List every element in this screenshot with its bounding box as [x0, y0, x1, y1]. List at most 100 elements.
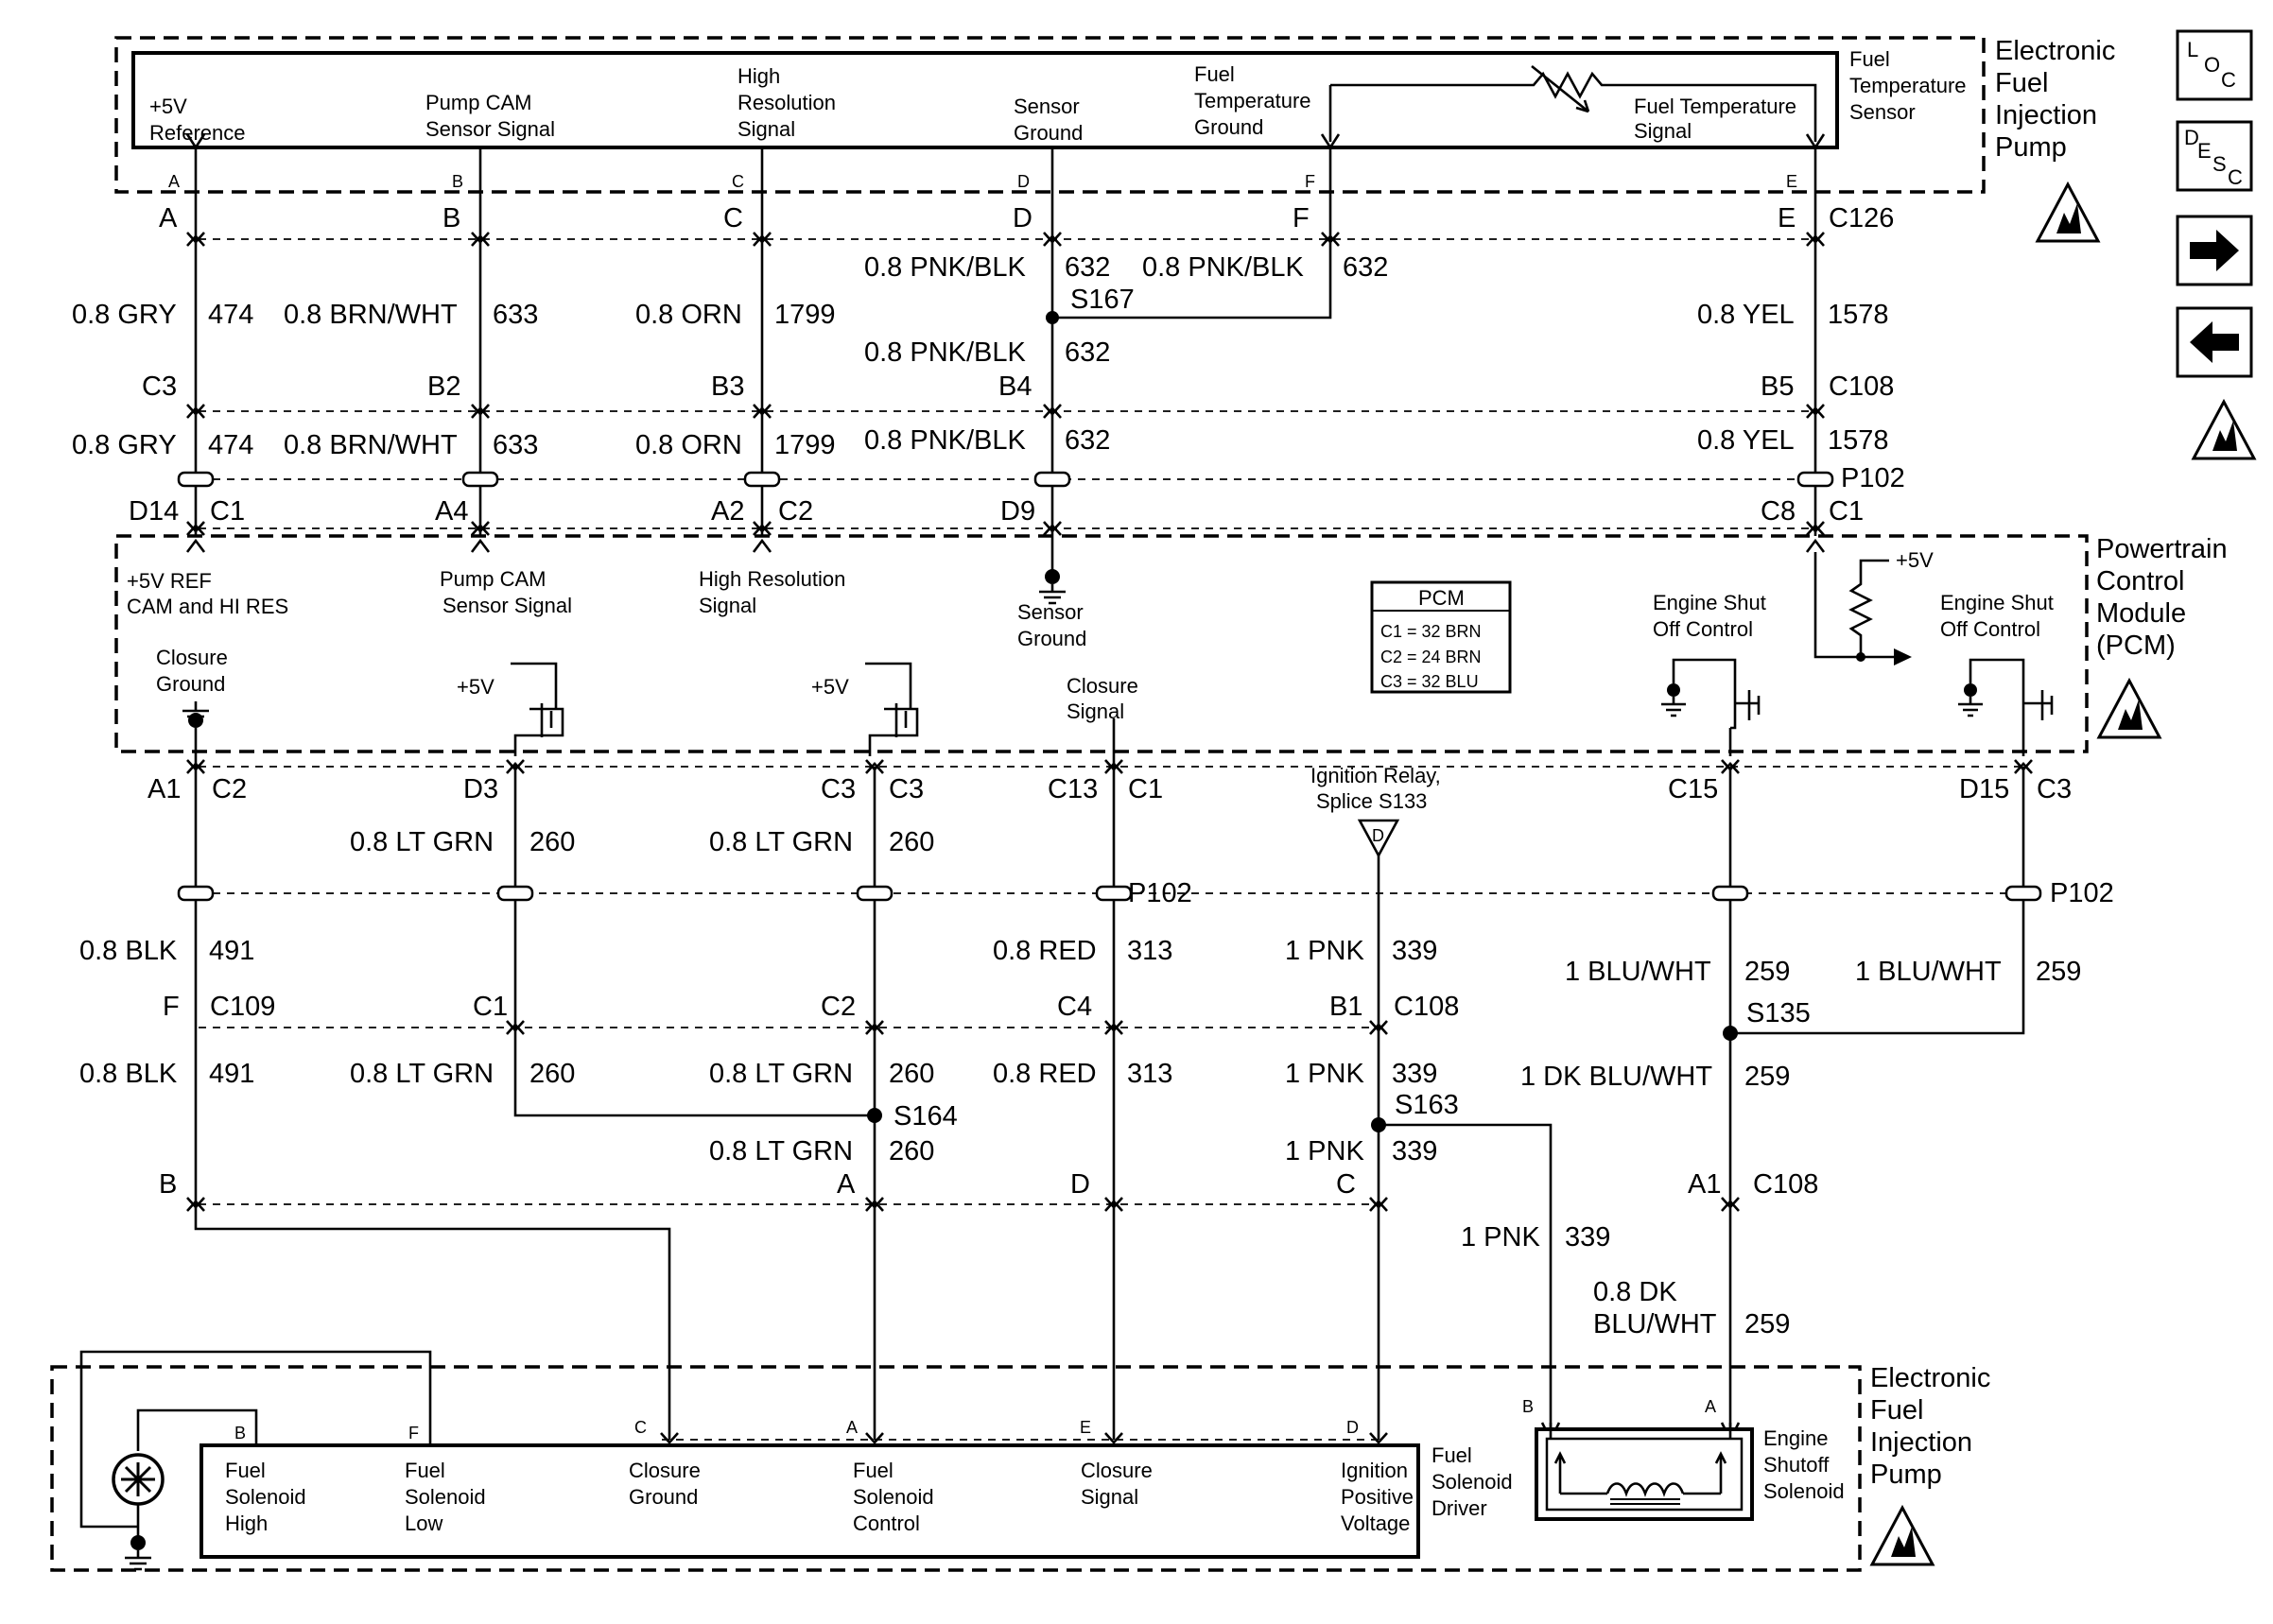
svg-text:0.8 LT GRN: 0.8 LT GRN	[709, 827, 853, 857]
svg-text:0.8 PNK/BLK: 0.8 PNK/BLK	[864, 252, 1027, 283]
svg-text:D: D	[1013, 203, 1032, 233]
injection-pump-top-name: Electronic Fuel Injection Pump	[1995, 36, 2123, 163]
svg-text:0.8 YEL: 0.8 YEL	[1697, 300, 1795, 330]
svg-text:A: A	[159, 203, 178, 233]
svg-text:S135: S135	[1746, 998, 1811, 1028]
pcm-connector-table: PCM C1 = 32 BRN C2 = 24 BRN C3 = 32 BLU	[1370, 580, 1512, 694]
svg-text:0.8 LT GRN: 0.8 LT GRN	[709, 1059, 853, 1089]
svg-text:1 BLU/WHT: 1 BLU/WHT	[1855, 957, 2002, 987]
injection-pump-top-inner-box	[131, 51, 1839, 149]
svg-text:1799: 1799	[774, 430, 836, 460]
svg-text:D: D	[1346, 1418, 1359, 1437]
svg-text:C2 = 24 BRN: C2 = 24 BRN	[1380, 648, 1482, 666]
svg-text:BLU/WHT: BLU/WHT	[1593, 1309, 1717, 1339]
c108-upper-pin-row: C3 B2 B3 B4 B5 C108	[142, 371, 1894, 402]
svg-text:S164: S164	[894, 1101, 958, 1132]
esd-warning-icon	[2035, 181, 2101, 243]
svg-text:0.8 BLK: 0.8 BLK	[79, 936, 178, 966]
svg-text:E: E	[1080, 1418, 1091, 1437]
ignition-relay-label: Ignition Relay,Splice S133	[1310, 764, 1441, 813]
svg-text:B4: B4	[998, 371, 1032, 402]
svg-text:C1: C1	[1829, 496, 1864, 527]
svg-text:260: 260	[889, 827, 934, 857]
svg-text:260: 260	[889, 1059, 934, 1089]
svg-text:L: L	[2187, 38, 2198, 61]
svg-text:D: D	[1070, 1169, 1090, 1200]
previous-arrow-button[interactable]	[2176, 306, 2253, 378]
svg-text:339: 339	[1565, 1222, 1610, 1253]
pcm-driver-transistor: +5V	[811, 662, 919, 756]
svg-text:313: 313	[1127, 936, 1172, 966]
splice-s164	[867, 1108, 882, 1123]
svg-text:S163: S163	[1395, 1090, 1459, 1120]
svg-text:+5V: +5V	[811, 675, 849, 699]
engine-shutoff-solenoid-name: Engine Shutoff Solenoid	[1763, 1426, 1845, 1503]
splice-s167	[1046, 311, 1059, 324]
svg-text:A1: A1	[1688, 1169, 1721, 1200]
upper-wires	[194, 147, 1817, 577]
svg-text:259: 259	[1744, 957, 1790, 987]
svg-text:0.8 PNK/BLK: 0.8 PNK/BLK	[1142, 252, 1305, 283]
svg-text:E: E	[2197, 139, 2212, 163]
svg-text:C: C	[2228, 165, 2243, 189]
svg-text:632: 632	[1065, 337, 1110, 368]
svg-text:1 DK BLU/WHT: 1 DK BLU/WHT	[1520, 1062, 1712, 1092]
svg-text:633: 633	[493, 430, 538, 460]
svg-text:0.8 ORN: 0.8 ORN	[635, 300, 742, 330]
svg-text:C108: C108	[1829, 371, 1894, 402]
connector-chevrons	[185, 133, 1826, 536]
svg-text:259: 259	[2036, 957, 2081, 987]
svg-text:C3 = 32 BLU: C3 = 32 BLU	[1380, 672, 1479, 691]
top-pump-pins: A B C D F E	[168, 172, 1797, 191]
svg-text:E: E	[1786, 172, 1797, 191]
svg-text:D: D	[2184, 126, 2199, 149]
svg-text:A: A	[168, 172, 180, 191]
svg-text:A4: A4	[435, 496, 468, 527]
svg-text:+5V: +5V	[457, 675, 495, 699]
svg-text:1799: 1799	[774, 300, 836, 330]
svg-text:1 PNK: 1 PNK	[1285, 936, 1364, 966]
svg-text:S: S	[2212, 152, 2227, 176]
next-arrow-button[interactable]	[2176, 215, 2253, 286]
svg-text:1578: 1578	[1828, 300, 1889, 330]
svg-text:0.8 PNK/BLK: 0.8 PNK/BLK	[864, 425, 1027, 456]
svg-text:474: 474	[208, 300, 253, 330]
svg-text:PCM: PCM	[1418, 586, 1465, 610]
description-button[interactable]: D E S C	[2176, 120, 2253, 192]
ignition-relay-splice-icon: D	[1357, 819, 1400, 858]
svg-text:B3: B3	[711, 371, 744, 402]
svg-text:491: 491	[209, 936, 254, 966]
svg-text:O: O	[2204, 53, 2220, 77]
thermistor-arrow	[1531, 64, 1590, 113]
svg-text:632: 632	[1065, 425, 1110, 456]
pcm-driver-transistor: +5V	[457, 662, 564, 756]
svg-text:0.8 BRN/WHT: 0.8 BRN/WHT	[284, 430, 458, 460]
injection-pump-bottom-name: Electronic Fuel Injection Pump	[1870, 1363, 1998, 1490]
svg-text:C: C	[2221, 68, 2236, 92]
svg-text:B: B	[442, 203, 460, 233]
svg-text:1578: 1578	[1828, 425, 1889, 456]
svg-text:C4: C4	[1057, 992, 1092, 1022]
svg-text:F: F	[1293, 203, 1310, 233]
fuel-solenoid-driver-name: Fuel Solenoid Driver	[1431, 1443, 1518, 1520]
svg-text:0.8 GRY: 0.8 GRY	[72, 300, 177, 330]
svg-text:C3: C3	[142, 371, 177, 402]
fuel-temperature-sensor-name: Fuel Temperature Sensor	[1849, 47, 1972, 124]
svg-text:D: D	[1372, 826, 1384, 845]
location-button[interactable]: L O C	[2176, 29, 2253, 101]
svg-text:C13: C13	[1048, 774, 1098, 804]
svg-text:1 PNK: 1 PNK	[1461, 1222, 1540, 1253]
